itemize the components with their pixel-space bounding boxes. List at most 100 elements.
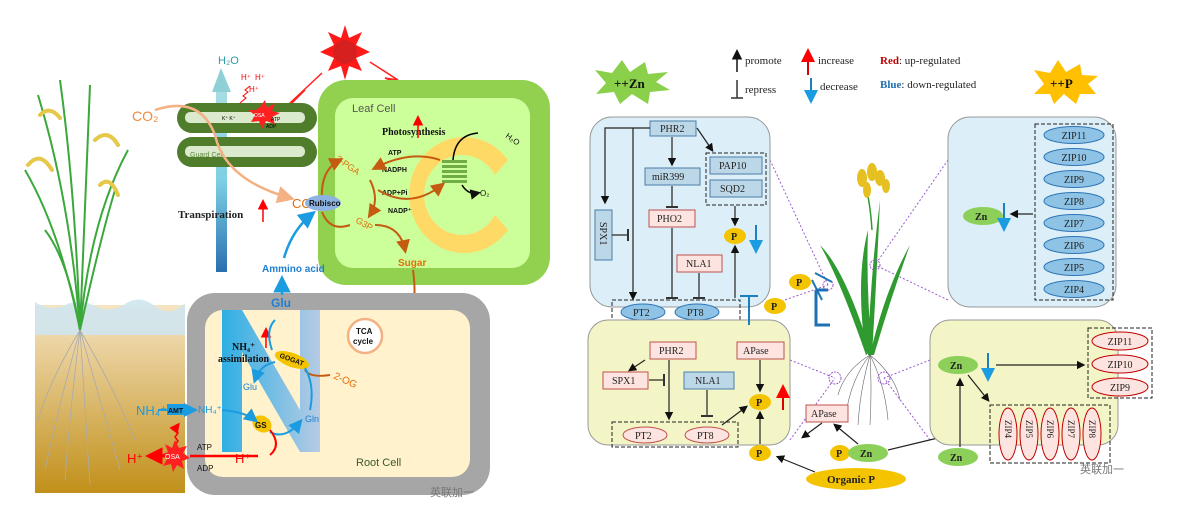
tca-cycle-circle [346, 317, 384, 355]
p-ion-center-2 [764, 298, 786, 314]
gogat-to-glu-arrow [268, 319, 276, 351]
legend: promote repress increase decrease Red: u… [731, 48, 977, 104]
zip-transporter [1082, 407, 1102, 461]
zip-transporter [1043, 192, 1105, 210]
apase-center-label: APase [811, 409, 837, 420]
center-arrows [775, 422, 945, 473]
stoma-adp: ADP [266, 124, 277, 130]
adp-pi-label: ADP+Pi [382, 190, 408, 197]
zip-transporter [1091, 377, 1149, 397]
zip-label: ZIP10 [1108, 360, 1133, 371]
sqd2-label: SQD2 [720, 184, 745, 195]
zinc-phosphate-panel: promote repress increase decrease Red: u… [587, 48, 1153, 490]
amt-label: AMT [168, 408, 184, 415]
transpiration-column [212, 68, 231, 272]
zn-shoot-label: Zn [975, 212, 988, 223]
pho2-label: PHO2 [657, 214, 682, 225]
zip-transporter [1019, 407, 1039, 461]
guard-cell-label: Guard Cell [190, 152, 224, 159]
zip-group-top [1034, 123, 1114, 301]
zip-group-right [1087, 327, 1153, 399]
zip-transporter [1043, 214, 1105, 232]
p-ion-center-1 [789, 274, 811, 290]
zn-ion-complex [848, 444, 888, 462]
nla1-label-low: NLA1 [695, 376, 721, 387]
gln-label: Gln [305, 414, 319, 424]
sugar-arrow [374, 224, 410, 254]
zip-label: ZIP5 [1064, 263, 1084, 274]
pap10-sqd2-group [705, 152, 767, 206]
h-wave-arrow [239, 85, 251, 104]
nh4-assimilation-label-1: NH₄⁺ [232, 342, 255, 353]
p-ion-low [749, 394, 771, 410]
zip-transporter [1043, 258, 1105, 276]
zip-label: ZIP6 [1064, 241, 1084, 252]
nadph-label: NADPH [382, 167, 407, 174]
sun-icon [282, 25, 411, 113]
legend-red-text: : up-regulated [899, 55, 961, 67]
zip-transporter [1091, 354, 1149, 374]
legend-blue-key: Blue [880, 79, 902, 91]
pt2-label: PT2 [633, 308, 650, 319]
apase-box-low [736, 341, 785, 360]
zip-label: ZIP7 [1066, 420, 1076, 439]
pap10-box [709, 156, 763, 175]
zip-label: ZIP6 [1045, 420, 1055, 439]
calvin-arrow-2 [367, 179, 382, 219]
rubisco-label: Rubisco [309, 199, 341, 208]
zip-transporter [998, 407, 1018, 461]
phr2-box-low [649, 341, 697, 360]
h-plus-1: H⁺ [241, 73, 251, 82]
bottom-left-network: PHR2 SPX1 NLA1 APase P PT2 PT8 P [602, 295, 790, 461]
zn-root-label: Zn [950, 361, 963, 372]
zn-represses-p-icon-2 [814, 288, 830, 327]
root-cell [187, 293, 490, 495]
legend-increase: increase [818, 55, 854, 67]
gs-to-h-arrow [269, 429, 277, 456]
tca-label: TCA [356, 327, 373, 336]
p-ion-soil [749, 445, 771, 461]
pt8-transporter-low [684, 426, 730, 444]
co2-in-label: CO₂ [132, 108, 158, 124]
h-inside-label: H⁺ [235, 451, 251, 466]
osa-star-stoma [248, 100, 280, 129]
p-badge: ++P [1050, 76, 1073, 91]
phr2-label: PHR2 [660, 124, 684, 135]
root-cell-label: Root Cell [356, 457, 401, 469]
h-plus-3: H⁺ [249, 85, 259, 94]
amino-acid-label: Ammino acid [262, 264, 325, 275]
zn-complex-label: Zn [860, 449, 873, 460]
legend-promote: promote [745, 55, 782, 67]
sqd2-box [709, 179, 763, 198]
transpiration-label: Transpiration [178, 209, 243, 221]
chloroplast-c-shape [409, 137, 508, 253]
rice-plant-center [820, 163, 910, 426]
root-adp-label: ADP [197, 464, 213, 473]
n-shape [222, 310, 320, 452]
nla1-label: NLA1 [686, 259, 712, 270]
organic-p-pool [806, 468, 906, 490]
zip-transporter [1043, 170, 1105, 188]
spx1-box-low [602, 371, 649, 390]
top-left-network: PHR2 SPX1 miR399 PAP10 SQD2 PHO2 NLA1 P … [594, 120, 767, 326]
apase-label-low: APase [743, 346, 769, 357]
mir399-box [644, 167, 701, 186]
zn-badge-star [595, 60, 670, 104]
zip-label: ZIP8 [1064, 197, 1084, 208]
osa-label: OSA [165, 454, 180, 461]
h-outside-label: H⁺ [127, 451, 143, 466]
glu-top-label: Glu [271, 296, 291, 310]
zip-transporter [1043, 280, 1105, 298]
pho2-box [648, 209, 696, 228]
mir399-label: miR399 [652, 172, 684, 183]
phr2-label-low: PHR2 [659, 346, 683, 357]
spx1-label: SPX1 [597, 222, 608, 245]
glu-mid-label: Glu [243, 382, 257, 392]
organic-p-label: Organic P [827, 474, 875, 486]
photosynthesis-label: Photosynthesis [382, 127, 445, 138]
water-split-arrow [452, 132, 479, 161]
zip-label: ZIP11 [1108, 337, 1133, 348]
legend-blue: Blue: down-regulated [880, 79, 977, 91]
